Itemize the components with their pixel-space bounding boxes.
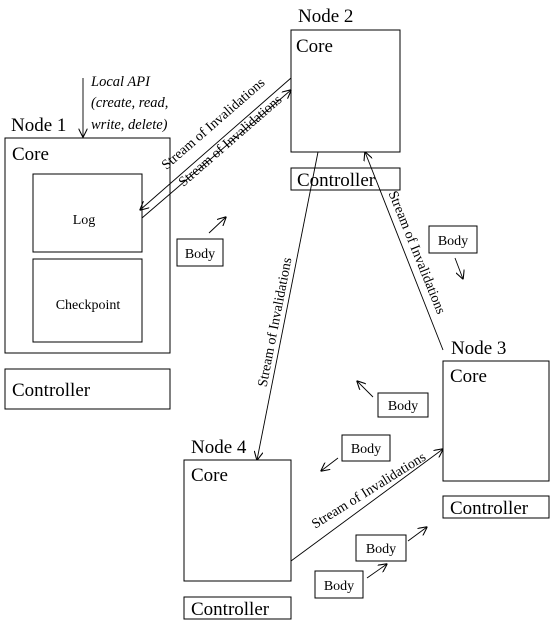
local-api-line-1: Local API — [90, 74, 151, 90]
body-6: Body — [314, 564, 387, 599]
node-1-controller-box — [4, 368, 171, 410]
body-5: Body — [355, 527, 427, 562]
stream-n2-to-n4: Stream of Invalidations — [256, 151, 319, 460]
body-4: Body — [321, 434, 391, 471]
node-4-controller-label: Controller — [191, 599, 270, 620]
body-3-label: Body — [388, 399, 418, 414]
local-api-line-3: write, delete) — [91, 117, 168, 133]
node-4-controller-box — [183, 596, 292, 620]
stream-label-n4-n3: Stream of Invalidations — [309, 450, 428, 532]
body-6-label: Body — [324, 579, 354, 594]
node-1-title: Node 1 — [11, 115, 66, 136]
node-1-checkpoint-box — [32, 258, 143, 343]
body-6-box — [314, 570, 364, 599]
node-2: Node 2 Core Controller — [290, 6, 401, 191]
node-1-core-label: Core — [12, 144, 49, 165]
body-2-box — [428, 225, 478, 254]
node-1-log-box — [32, 173, 143, 253]
stream-arrow-n2-n1 — [140, 77, 292, 210]
body-1-box — [176, 238, 224, 267]
stream-arrow-n1-n2 — [141, 90, 291, 219]
body-2: Body — [428, 225, 478, 279]
node-4: Node 4 Core Controller — [183, 437, 292, 620]
stream-arrow-n2-n4 — [257, 151, 319, 460]
node-1: Node 1 Core Log Checkpoint Controller — [4, 115, 171, 410]
body-6-arrow — [366, 564, 387, 579]
body-3: Body — [357, 381, 429, 418]
body-3-arrow — [357, 381, 374, 398]
node-3-core-label: Core — [450, 366, 487, 387]
node-2-title: Node 2 — [298, 6, 353, 27]
node-3-core-box — [442, 360, 550, 482]
node-3-controller-label: Controller — [450, 498, 529, 519]
body-1: Body — [176, 217, 226, 267]
node-1-controller-label: Controller — [12, 380, 91, 401]
node-4-core-label: Core — [191, 465, 228, 486]
body-1-arrow — [208, 217, 226, 234]
node-3-controller-box — [442, 495, 550, 519]
node-4-title: Node 4 — [191, 437, 247, 458]
body-4-arrow — [321, 457, 339, 471]
body-5-box — [355, 534, 407, 562]
local-api: Local API (create, read, write, delete) — [83, 74, 168, 137]
body-5-label: Body — [366, 542, 396, 557]
body-2-label: Body — [438, 234, 468, 249]
body-4-box — [341, 434, 391, 462]
node-4-core-box — [183, 459, 292, 582]
node-1-log-label: Log — [73, 213, 96, 228]
body-2-arrow — [454, 257, 463, 279]
body-1-label: Body — [185, 247, 215, 262]
body-3-box — [377, 392, 429, 418]
body-4-label: Body — [351, 442, 381, 457]
node-2-core-label: Core — [296, 36, 333, 57]
node-1-checkpoint-label: Checkpoint — [56, 298, 121, 313]
node-2-core-box — [290, 29, 401, 153]
stream-arrow-n3-n2 — [365, 152, 444, 351]
node-2-controller-label: Controller — [297, 170, 376, 191]
node-3-title: Node 3 — [451, 338, 506, 359]
stream-arrow-n4-n3 — [290, 449, 443, 562]
node-2-controller-box — [290, 167, 401, 191]
node-3: Node 3 Core Controller — [442, 338, 550, 519]
body-5-arrow — [407, 527, 427, 542]
local-api-line-2: (create, read, — [91, 95, 168, 111]
